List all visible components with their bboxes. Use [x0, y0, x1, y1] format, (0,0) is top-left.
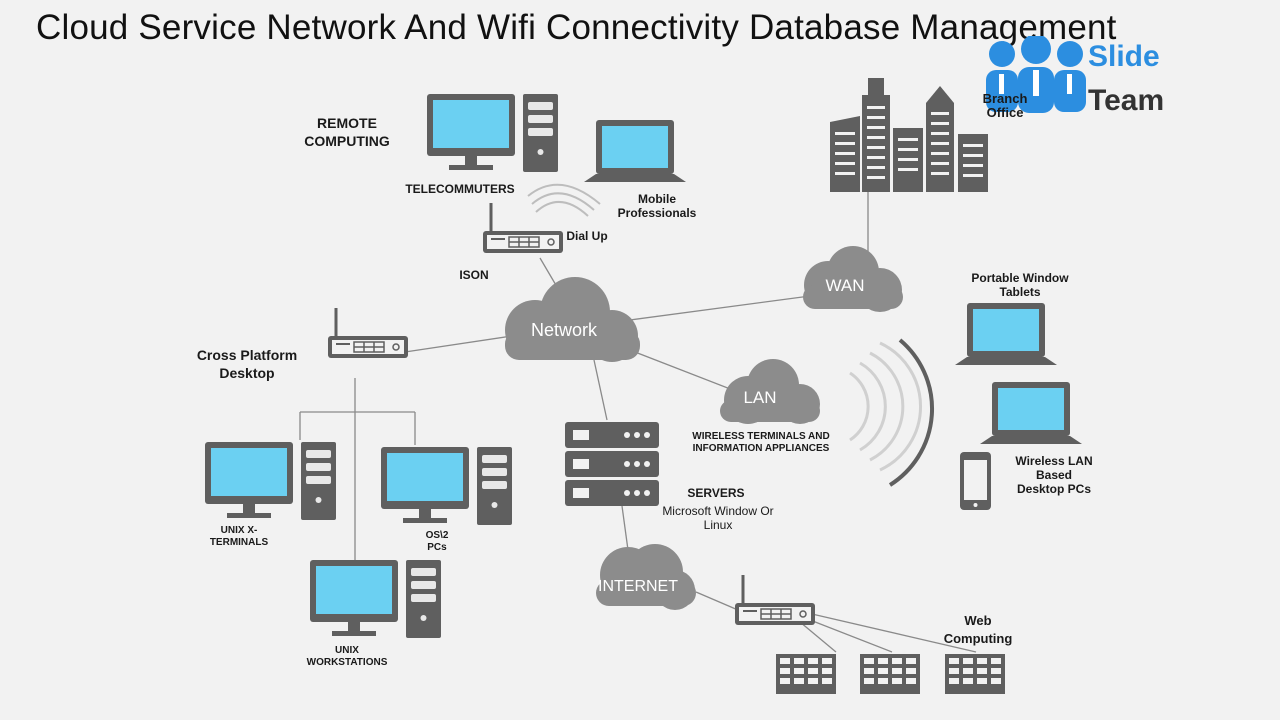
ison-router-icon	[481, 201, 565, 255]
dial-up-label: Dial Up	[566, 229, 608, 243]
lan-cloud-label: LAN	[743, 388, 777, 407]
wireless-terminals-label: WIRELESS TERMINALS AND INFORMATION APPLI…	[692, 431, 830, 454]
wireless-lan-laptop-icon	[980, 382, 1082, 444]
unix-x-terminals-label: UNIX X- TERMINALS	[209, 525, 269, 548]
telecommuters-label: TELECOMMUTERS	[405, 182, 515, 196]
slideteam-logo: Slide Team	[984, 34, 1184, 118]
logo-word-team: Team	[1088, 84, 1165, 117]
internet-cloud-label: INTERNET	[598, 578, 678, 595]
wan-cloud-icon	[803, 246, 903, 312]
wireless-lan-label: Wireless LAN Based Desktop PCs	[1015, 454, 1093, 496]
wireless-signal-icon	[849, 338, 935, 487]
os2-pcs-label: OS\2 PCs	[425, 530, 449, 553]
portable-window-tablets-label: Portable Window Tablets	[971, 271, 1069, 299]
internet-cloud-icon	[596, 544, 696, 610]
remote-computing-label: REMOTE COMPUTING	[304, 115, 390, 149]
os2-pc-desktop-icon	[381, 447, 512, 525]
people-logo-icon	[986, 34, 1086, 113]
mobile-professionals-label: Mobile Professionals	[617, 192, 697, 220]
cross-platform-router-icon	[326, 306, 410, 360]
network-cloud-icon	[505, 277, 640, 362]
portable-window-tablet-laptop-icon	[955, 303, 1057, 365]
web-server-grid-icon	[860, 654, 920, 694]
branch-office-buildings-icon	[830, 78, 988, 192]
wan-cloud-label: WAN	[825, 276, 865, 295]
lan-cloud-icon	[720, 359, 820, 424]
servers-label: SERVERS	[687, 486, 745, 500]
web-computing-label: Web Computing	[943, 613, 1013, 646]
branch-office-label: Branch Office	[982, 91, 1028, 120]
ison-label: ISON	[459, 268, 489, 282]
server-stack-icon	[565, 422, 659, 506]
page-title: Cloud Service Network And Wifi Connectiv…	[36, 8, 1117, 47]
telecommuter-desktop-icon	[427, 94, 558, 172]
servers-os-label: Microsoft Window Or Linux	[662, 504, 774, 532]
unix-workstations-label: UNIX WORKSTATIONS	[306, 645, 388, 668]
unix-x-terminal-desktop-icon	[205, 442, 336, 520]
smartphone-icon	[960, 452, 991, 510]
cross-platform-desktop-label: Cross Platform Desktop	[196, 347, 298, 381]
mobile-laptop-icon	[584, 120, 686, 182]
dial-up-signal-icon	[527, 183, 601, 217]
network-cloud-label: Network	[530, 320, 597, 340]
unix-workstation-desktop-icon	[310, 560, 441, 638]
web-server-grid-icon	[776, 654, 836, 694]
internet-router-icon	[733, 573, 817, 627]
connection-lines	[299, 190, 977, 653]
web-server-grid-icon	[945, 654, 1005, 694]
logo-word-slide: Slide	[1088, 40, 1160, 73]
